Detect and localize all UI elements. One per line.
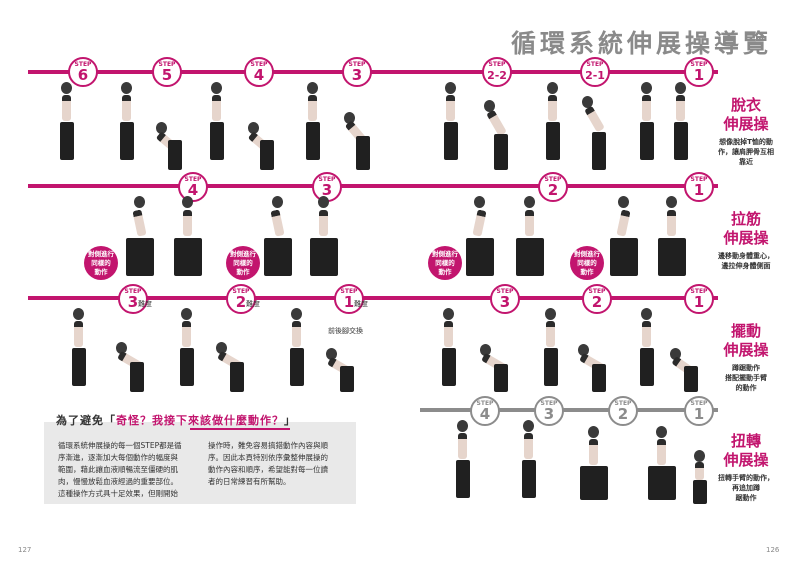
exercise-figure: [666, 82, 696, 174]
step-rail-2: [28, 184, 718, 188]
exercise-figure: [632, 300, 662, 394]
info-text-left: 循環系統伸展操的每一個STEP都是循序漸進，逐漸加大每個動作的幅度與範圍，藉此讓…: [58, 441, 182, 498]
exercise-figure: [304, 196, 344, 284]
repeat-other-side-bubble: 對側進行同樣的動作: [226, 246, 260, 280]
exercise-figure: [340, 112, 374, 174]
exercise-figure: [514, 420, 544, 508]
exercise-figure: [112, 340, 152, 394]
exercise-figure: [632, 78, 662, 174]
exercise-figure: [434, 308, 464, 394]
exercise-figure: [538, 82, 568, 174]
exercise-figure: [688, 450, 712, 506]
exercise-label: 拉筋伸展操 邊移動身體重心，邊拉伸身體側面: [718, 210, 774, 270]
exercise-figure: [120, 196, 160, 284]
exercise-figure: [572, 426, 616, 506]
exercise-figure: [574, 342, 614, 394]
exercise-figure: [52, 82, 82, 174]
exercise-figure: [258, 196, 298, 284]
repeat-other-side-bubble: 對側進行同樣的動作: [84, 246, 118, 280]
exercise-label: 脫衣伸展操 想像脫掉T恤的動作，讓肩胛骨互相靠近: [718, 96, 774, 166]
step-rail-4: [420, 408, 718, 412]
exercise-figure: [202, 82, 232, 174]
exercise-figure: [282, 308, 312, 394]
step-rail-3: [28, 296, 718, 300]
exercise-figure: [480, 100, 514, 174]
exercise-figure: [640, 426, 684, 506]
info-text-right: 操作時，難免容易搞錯動作內容與順序。因此本頁特別依序彙整伸展操的動作內容和順序，…: [208, 441, 328, 486]
repeat-other-side-bubble: 對側進行同樣的動作: [428, 246, 462, 280]
exercise-figure: [536, 308, 566, 394]
exercise-figure: [322, 346, 362, 394]
exercise-figure: [152, 122, 186, 174]
exercise-figure: [168, 196, 208, 284]
exercise-figure: [112, 82, 142, 174]
exercise-label: 扭轉伸展操 扭轉手臂的動作，再追加蹲踞動作: [718, 432, 774, 502]
page-number-right: 126: [766, 546, 780, 554]
exercise-figure: [578, 96, 612, 174]
info-box: [44, 422, 356, 504]
exercise-figure: [244, 122, 278, 174]
exercise-figure: [172, 308, 202, 394]
exercise-figure: [460, 196, 500, 284]
exercise-figure: [448, 420, 478, 508]
exercise-figure: [436, 82, 466, 174]
info-title: 為了避免「奇怪？我接下來該做什麼動作？」: [56, 414, 296, 427]
page-number-left: 127: [18, 546, 32, 554]
step-rail-1: [28, 70, 718, 74]
exercise-label: 擺動伸展操 蹲踞動作搭配擺動手臂的動作: [723, 322, 769, 392]
exercise-figure: [510, 196, 550, 284]
exercise-figure: [298, 82, 328, 174]
exercise-figure: [476, 342, 516, 394]
exercise-figure: [666, 346, 706, 394]
exercise-figure: [64, 308, 94, 394]
exercise-figure: [604, 196, 644, 284]
exercise-figure: [652, 196, 692, 284]
exercise-figure: [212, 340, 252, 394]
swap-feet-note: 前後腳交換: [328, 327, 363, 335]
page-title: 循環系統伸展操導覽: [510, 29, 772, 58]
repeat-other-side-bubble: 對側進行同樣的動作: [570, 246, 604, 280]
title-underline: [190, 428, 290, 430]
